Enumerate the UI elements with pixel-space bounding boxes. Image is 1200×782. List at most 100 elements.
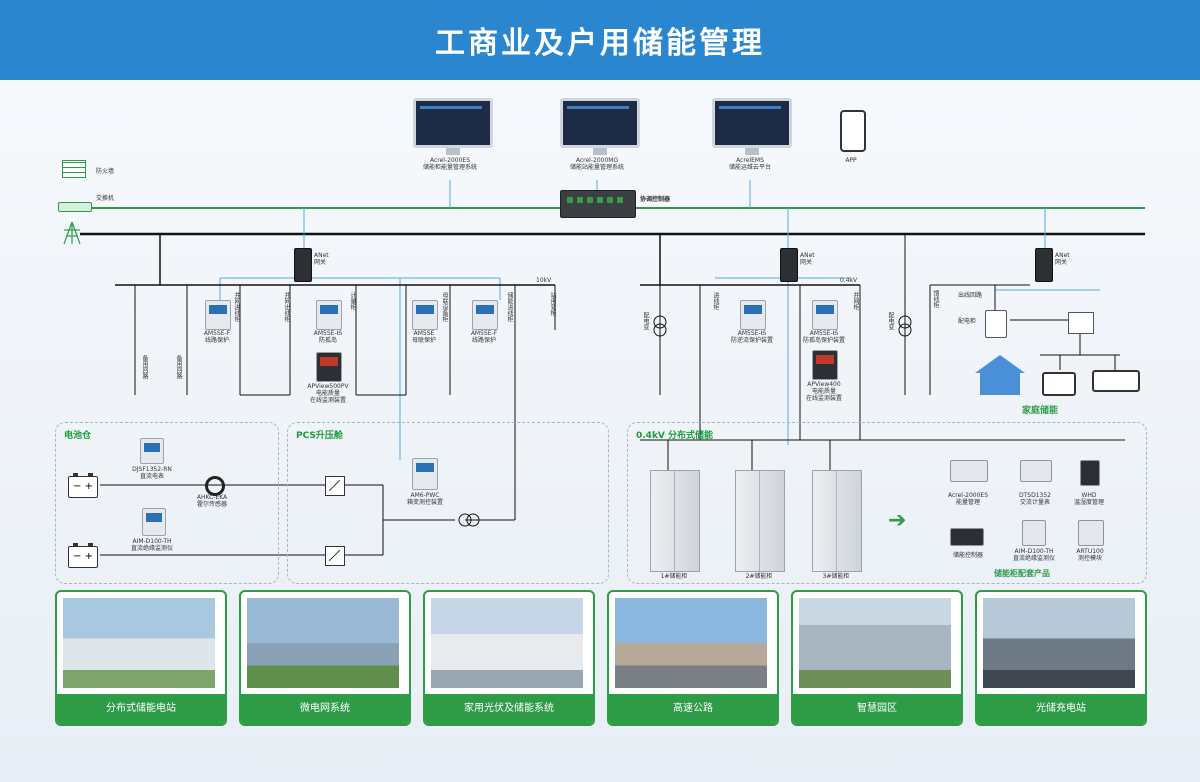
app-card-6: 光储充电站 [975,590,1147,726]
hv-spare-2: 备用回路 [175,355,182,379]
pq-monitor-2 [812,350,838,380]
battery-room-box [55,422,279,584]
storage-cabinet-3 [812,470,862,572]
storage-cabinet-1 [650,470,700,572]
inverter-icon [1068,312,1094,334]
bus-10kv-label: 10kV [536,277,552,284]
app-caption-3: 家用光伏及储能系统 [425,694,593,724]
product-device-5 [1022,520,1046,546]
app-image-4 [615,598,767,688]
hv-device-1 [205,300,231,330]
switch-label: 交换机 [96,195,115,202]
hv-device-3 [412,300,438,330]
monitor-acrelems [712,98,792,155]
page-title: 工商业及户用储能管理 [435,26,765,61]
title-banner: 工商业及户用储能管理 [0,0,1200,80]
hv-grid-in: 并网进线柜 [233,292,240,322]
home-storage-label: 家庭储能 [1021,406,1058,416]
app-card-1: 分布式储能电站 [55,590,227,726]
product-label-4: 储能控制器 [952,552,983,559]
gateway-device-1 [294,248,312,282]
app-phone-icon [840,110,866,152]
platform-label-4: APP [845,157,857,164]
product-device-2 [1020,460,1052,482]
app-card-2: 微电网系统 [239,590,411,726]
am6-device [412,458,438,490]
battery-icon-1: − + [68,473,98,498]
app-card-3: 家用光伏及储能系统 [423,590,595,726]
dist-cabinet-icon [985,310,1007,338]
lv-device-2 [812,300,838,330]
arrow-right-icon: ➔ [888,508,907,533]
cabinet-label-3: 3#储能柜 [822,573,850,580]
lv-incoming: 进线柜 [712,292,719,310]
hv-device-2 [316,300,342,330]
lv-tx-2: 配电变 [887,312,894,330]
app-caption-2: 微电网系统 [241,694,409,724]
app-caption-4: 高速公路 [609,694,777,724]
hv-station-tx: 站用变柜 [549,292,556,316]
lv-tx-1: 配电变 [642,312,649,330]
air-conditioner-icon [1092,370,1140,392]
lv-out-line: 出线回路 [958,292,983,299]
hv-storage-in: 储能进线柜 [506,292,513,322]
app-caption-1: 分布式储能电站 [57,694,225,724]
product-device-1 [950,460,988,482]
distributed-storage-title: 0.4kV 分布式储能 [636,431,714,441]
pcs-converter-2 [325,546,345,566]
lv-device-1 [740,300,766,330]
bus-04kv-label: 0.4kV [840,277,858,284]
gateway-device-2 [780,248,798,282]
app-image-1 [63,598,215,688]
home-battery-icon [1042,372,1076,396]
product-device-3 [1080,460,1100,486]
distributed-storage-box [627,422,1147,584]
pcs-converter-1 [325,476,345,496]
lv-dist-cab: 配电柜 [958,318,977,325]
app-image-3 [431,598,583,688]
product-device-6 [1078,520,1104,546]
app-image-6 [983,598,1135,688]
cabinet-label-2: 2#储能柜 [745,573,773,580]
lv-grid-in: 并网柜 [852,292,859,310]
hv-device-4 [472,300,498,330]
pcs-room-title: PCS升压舱 [296,431,343,441]
dc-meter-device [140,438,164,464]
hv-grid-out: 并网出线柜 [283,292,290,322]
product-device-4 [950,528,984,546]
app-image-2 [247,598,399,688]
app-caption-5: 智慧园区 [793,694,961,724]
hv-spare-1: 备用回路 [141,355,148,379]
pcs-room-box [287,422,609,584]
battery-room-title: 电池仓 [64,431,92,441]
app-card-5: 智慧园区 [791,590,963,726]
coordinator-device [560,190,636,218]
hv-metering: 计量柜 [349,292,356,310]
monitor-acrel-2000mg [560,98,640,155]
firewall-icon [62,160,86,178]
